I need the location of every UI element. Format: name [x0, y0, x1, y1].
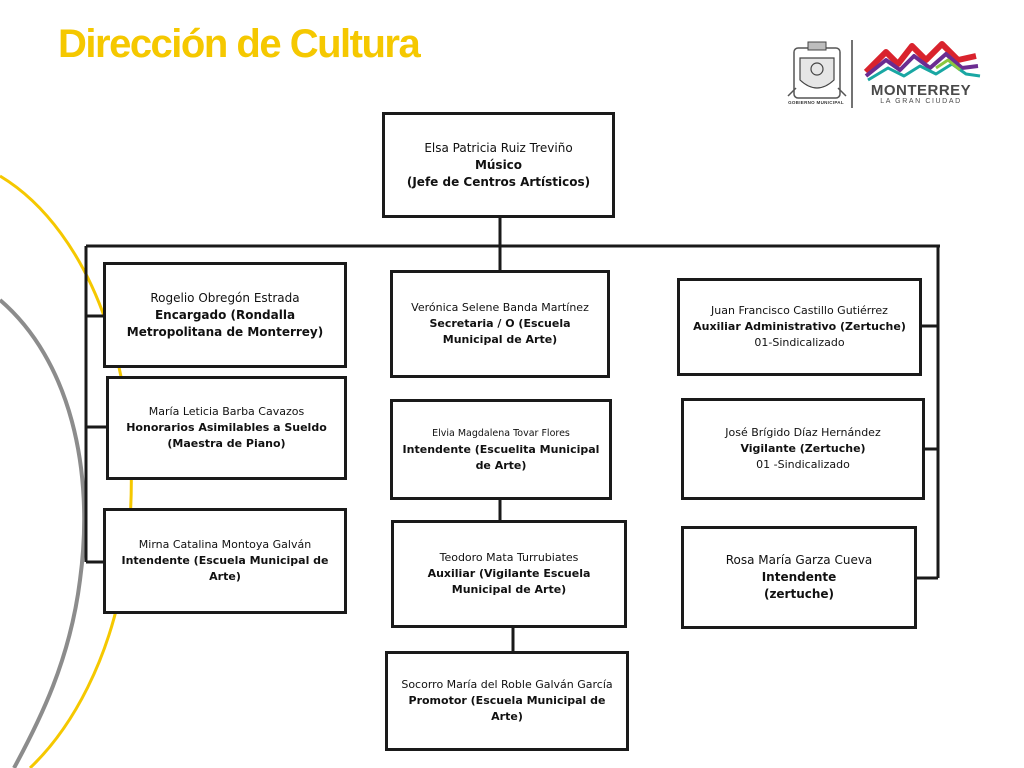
org-box-center-2: Elvia Magdalena Tovar Flores Intendente …	[390, 399, 612, 500]
employee-dept: (zertuche)	[763, 587, 835, 601]
employee-role: Intendente	[761, 570, 837, 584]
employee-name: Rosa María Garza Cueva	[725, 553, 873, 567]
brand-name: MONTERREY	[870, 82, 972, 99]
employee-name: José Brígido Díaz Hernández	[725, 426, 881, 439]
employee-name: Elsa Patricia Ruiz Treviño	[424, 140, 573, 155]
employee-role: Auxiliar (Vigilante Escuela Municipal de…	[427, 567, 591, 596]
municipal-logo	[787, 40, 981, 108]
employee-name: Rogelio Obregón Estrada	[150, 290, 300, 305]
org-box-left-3: Mirna Catalina Montoya Galván Intendente…	[103, 508, 347, 614]
gray-arc	[0, 298, 87, 768]
employee-role: Honorarios Asimilables a Sueldo	[126, 421, 327, 434]
employee-dept: (Jefe de Centros Artísticos)	[406, 174, 591, 189]
org-box-center-4: Socorro María del Roble Galván García Pr…	[385, 651, 629, 751]
employee-name: Mirna Catalina Montoya Galván	[138, 538, 312, 551]
employee-role: Músico	[474, 157, 523, 172]
org-box-center-1: Verónica Selene Banda Martínez Secretari…	[390, 270, 610, 378]
employee-name: Elvia Magdalena Tovar Flores	[432, 427, 570, 439]
org-box-left-2: María Leticia Barba Cavazos Honorarios A…	[106, 376, 347, 480]
employee-name: María Leticia Barba Cavazos	[148, 405, 305, 418]
employee-name: Socorro María del Roble Galván García	[401, 678, 613, 691]
employee-status: 01-Sindicalizado	[754, 336, 845, 349]
org-box-right-2: José Brígido Díaz Hernández Vigilante (Z…	[681, 398, 925, 500]
employee-role: Auxiliar Administrativo (Zertuche)	[693, 320, 906, 333]
employee-role: Encargado (Rondalla Metropolitana de Mon…	[126, 307, 324, 339]
monterrey-brand-icon	[863, 41, 981, 82]
org-box-right-1: Juan Francisco Castillo Gutiérrez Auxili…	[677, 278, 922, 376]
employee-name: Juan Francisco Castillo Gutiérrez	[711, 304, 888, 317]
brand-tagline: LA GRAN CIUDAD	[880, 98, 962, 105]
page-title: Dirección de Cultura	[58, 22, 421, 66]
employee-role: Promotor (Escuela Municipal de Arte)	[408, 694, 606, 723]
employee-role: Vigilante (Zertuche)	[740, 442, 866, 455]
seal-caption: GOBIERNO MUNICIPAL	[788, 100, 844, 105]
employee-role: Intendente (Escuelita Municipal de Arte)	[402, 442, 600, 472]
org-box-center-3: Teodoro Mata Turrubiates Auxiliar (Vigil…	[391, 520, 627, 628]
coat-of-arms-icon	[787, 41, 847, 99]
employee-role: Intendente (Escuela Municipal de Arte)	[121, 554, 329, 583]
employee-name: Verónica Selene Banda Martínez	[411, 301, 589, 314]
employee-dept: (Maestra de Piano)	[167, 437, 286, 450]
org-box-left-1: Rogelio Obregón Estrada Encargado (Ronda…	[103, 262, 347, 368]
org-box-head: Elsa Patricia Ruiz Treviño Músico (Jefe …	[382, 112, 615, 218]
employee-status: 01 -Sindicalizado	[756, 458, 850, 471]
org-box-right-3: Rosa María Garza Cueva Intendente (zertu…	[681, 526, 917, 629]
employee-role: Secretaria / O (Escuela Municipal de Art…	[429, 317, 571, 346]
employee-name: Teodoro Mata Turrubiates	[439, 551, 579, 564]
